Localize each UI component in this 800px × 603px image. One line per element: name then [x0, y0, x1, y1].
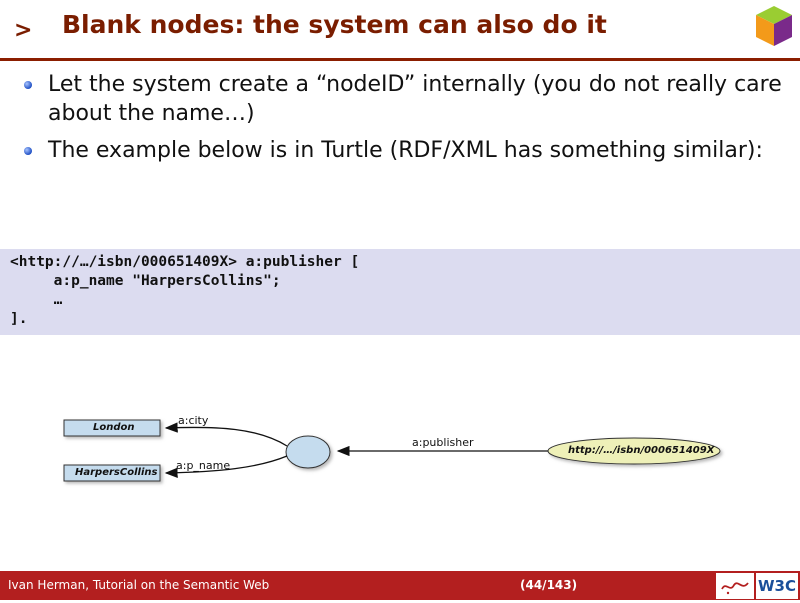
edge-label-name: a:p_name	[176, 459, 231, 472]
w3c-logo-icon: W3C	[756, 573, 798, 599]
turtle-code-block: <http://…/isbn/000651409X> a:publisher […	[0, 249, 800, 335]
literal-node-london	[63, 419, 161, 437]
title-rule	[0, 58, 800, 61]
bullet-icon	[24, 81, 32, 89]
harperscollins-label: HarpersCollins	[75, 467, 158, 478]
code-line: …	[10, 292, 63, 308]
blank-node	[285, 435, 331, 469]
bullet-icon	[24, 147, 32, 155]
code-line: <http://…/isbn/000651409X> a:publisher [	[10, 254, 360, 270]
semantic-web-cube-icon	[756, 6, 792, 46]
bullet-text: Let the system create a “nodeID” interna…	[48, 72, 782, 126]
title-marker: >	[14, 18, 33, 43]
literal-node-harperscollins	[63, 464, 161, 482]
calligraphy-logo-icon	[716, 573, 754, 599]
bullet-text: The example below is in Turtle (RDF/XML …	[48, 138, 763, 163]
page-number: (44/143)	[520, 578, 578, 592]
edge-label-city: a:city	[178, 414, 209, 427]
code-line: ].	[10, 311, 28, 327]
slide-footer: Ivan Herman, Tutorial on the Semantic We…	[0, 571, 800, 600]
book-uri-label: http://…/isbn/000651409X	[568, 445, 715, 456]
slide-title: Blank nodes: the system can also do it	[62, 10, 607, 39]
bullet-list: Let the system create a “nodeID” interna…	[20, 70, 790, 173]
rdf-graph-svg	[63, 419, 721, 482]
rdf-graph-diagram: London HarpersCollins http://…/isbn/0006…	[58, 408, 728, 498]
slide-header: > Blank nodes: the system can also do it	[0, 0, 800, 61]
bullet-item: Let the system create a “nodeID” interna…	[20, 70, 790, 128]
edge-name	[164, 455, 288, 478]
edge-city	[164, 422, 288, 447]
code-line: a:p_name "HarpersCollins";	[10, 273, 281, 289]
edge-label-publisher: a:publisher	[412, 436, 474, 449]
london-label: London	[93, 422, 135, 433]
footer-author: Ivan Herman, Tutorial on the Semantic We…	[8, 578, 270, 592]
bullet-item: The example below is in Turtle (RDF/XML …	[20, 136, 790, 165]
